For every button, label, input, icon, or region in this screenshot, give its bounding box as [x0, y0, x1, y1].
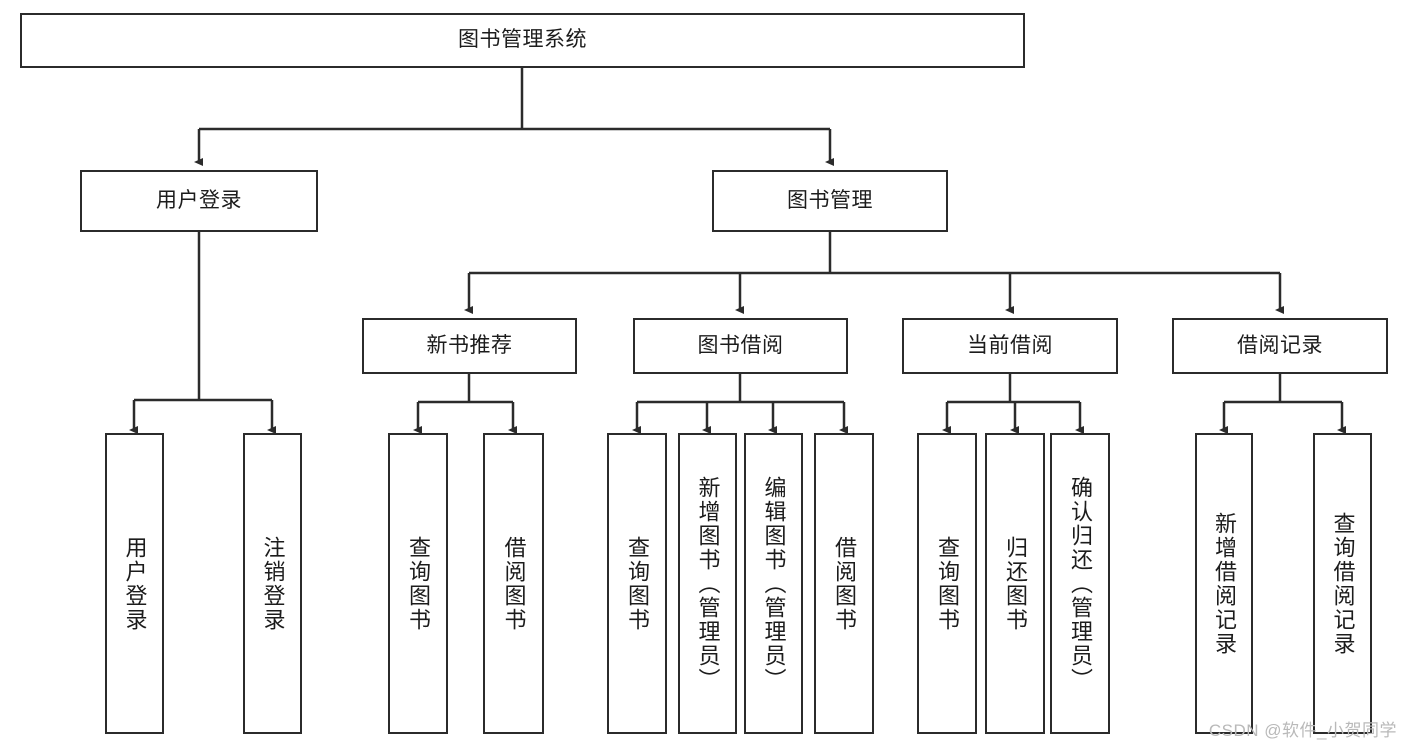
leaf-current-query-book-label: 查询图书 [935, 535, 960, 632]
leaf-user-login-label: 用户登录 [122, 535, 148, 632]
node-user-login-label: 用户登录 [156, 188, 242, 212]
leaf-borrow-query-book-label: 查询图书 [625, 535, 650, 632]
node-book-manage-label: 图书管理 [787, 188, 873, 212]
leaf-rec-borrow-book[interactable]: 借阅图书 [483, 433, 544, 734]
leaf-record-query-label: 查询借阅记录 [1330, 511, 1356, 656]
node-borrow-record-label: 借阅记录 [1237, 333, 1323, 357]
leaf-borrow-add-book-label: 新增图书（管理员） [695, 475, 721, 692]
node-new-book-recommend-label: 新书推荐 [426, 333, 513, 357]
leaf-borrow-add-book[interactable]: 新增图书（管理员） [678, 433, 737, 734]
leaf-current-confirm-return-label: 确认归还（管理员） [1068, 475, 1093, 692]
leaf-user-logout-label: 注销登录 [260, 535, 286, 632]
watermark: CSDN @软件_小贺同学 [1208, 721, 1397, 740]
node-new-book-recommend[interactable]: 新书推荐 [362, 318, 577, 374]
node-root-label: 图书管理系统 [458, 28, 587, 52]
leaf-borrow-edit-book-label: 编辑图书（管理员） [761, 475, 787, 692]
leaf-record-add-label: 新增借阅记录 [1212, 511, 1237, 656]
node-root[interactable]: 图书管理系统 [20, 13, 1025, 68]
leaf-borrow-query-book[interactable]: 查询图书 [607, 433, 667, 734]
leaf-record-query[interactable]: 查询借阅记录 [1313, 433, 1372, 734]
leaf-user-logout[interactable]: 注销登录 [243, 433, 302, 734]
leaf-rec-query-book-label: 查询图书 [406, 535, 431, 632]
leaf-current-confirm-return[interactable]: 确认归还（管理员） [1050, 433, 1110, 734]
leaf-borrow-borrow-book[interactable]: 借阅图书 [814, 433, 874, 734]
leaf-record-add[interactable]: 新增借阅记录 [1195, 433, 1253, 734]
leaf-current-return-book[interactable]: 归还图书 [985, 433, 1045, 734]
leaf-current-query-book[interactable]: 查询图书 [917, 433, 977, 734]
leaf-current-return-book-label: 归还图书 [1003, 535, 1028, 632]
leaf-borrow-edit-book[interactable]: 编辑图书（管理员） [744, 433, 803, 734]
node-current-borrow-label: 当前借阅 [967, 333, 1053, 357]
leaf-borrow-borrow-book-label: 借阅图书 [832, 535, 857, 632]
leaf-user-login[interactable]: 用户登录 [105, 433, 164, 734]
node-user-login[interactable]: 用户登录 [80, 170, 318, 232]
node-book-manage[interactable]: 图书管理 [712, 170, 948, 232]
leaf-rec-borrow-book-label: 借阅图书 [501, 535, 527, 632]
node-book-borrow[interactable]: 图书借阅 [633, 318, 848, 374]
leaf-rec-query-book[interactable]: 查询图书 [388, 433, 448, 734]
node-current-borrow[interactable]: 当前借阅 [902, 318, 1118, 374]
node-book-borrow-label: 图书借阅 [697, 333, 784, 357]
node-borrow-record[interactable]: 借阅记录 [1172, 318, 1388, 374]
